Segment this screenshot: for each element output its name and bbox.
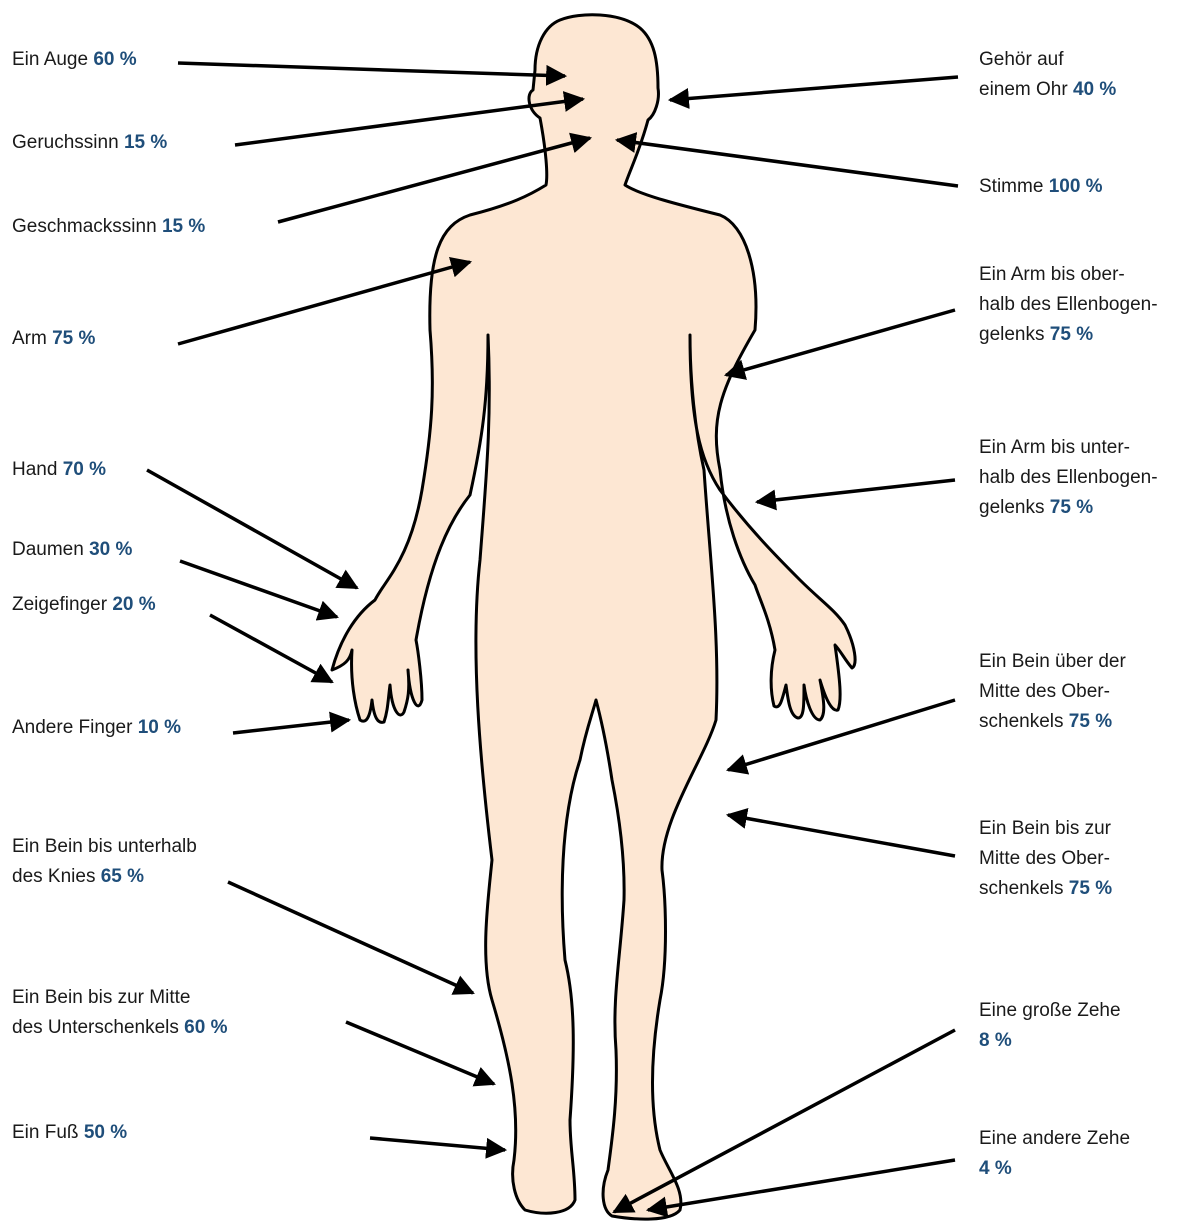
arrow-arm-oberhalb-ellenbogen [726, 310, 955, 375]
label-arm-unterhalb-ellenbogen: Ein Arm bis unter- halb des Ellenbogen- … [979, 433, 1158, 523]
label-text: Geschmackssinn [12, 216, 157, 237]
label-zeigefinger: Zeigefinger 20 % [12, 590, 156, 620]
percent-value: 10 % [138, 717, 181, 738]
arrow-bein-mitte-unterschenkel [346, 1022, 494, 1084]
arrow-bein-unterhalb-knie [228, 882, 473, 993]
label-text: schenkels [979, 711, 1064, 732]
arrow-arm [178, 262, 470, 344]
label-ein-auge: Ein Auge 60 % [12, 45, 137, 75]
label-text: halb des Ellenbogen- [979, 463, 1158, 493]
label-geruchssinn: Geruchssinn 15 % [12, 128, 167, 158]
label-text: Hand [12, 459, 57, 480]
percent-value: 4 % [979, 1154, 1130, 1184]
label-text: Ein Arm bis unter- [979, 433, 1158, 463]
arrow-hand [147, 470, 357, 588]
percent-value: 40 % [1073, 79, 1116, 100]
label-andere-zehe: Eine andere Zehe 4 % [979, 1124, 1130, 1184]
label-text: Andere Finger [12, 717, 132, 738]
label-text: Daumen [12, 539, 84, 560]
percent-value: 60 % [184, 1017, 227, 1038]
percent-value: 15 % [162, 216, 205, 237]
label-bein-mitte-unterschenkel: Ein Bein bis zur Mitte des Unterschenkel… [12, 983, 227, 1043]
arrow-arm-unterhalb-ellenbogen [757, 480, 955, 502]
percent-value: 8 % [979, 1026, 1121, 1056]
label-text: Geruchssinn [12, 132, 119, 153]
arrow-zeigefinger [210, 615, 332, 682]
percent-value: 75 % [1069, 711, 1112, 732]
percent-value: 50 % [84, 1122, 127, 1143]
percent-value: 70 % [63, 459, 106, 480]
arrow-gehoer [670, 77, 958, 100]
label-text: einem Ohr [979, 79, 1068, 100]
label-text: Ein Arm bis ober- [979, 260, 1158, 290]
label-arm: Arm 75 % [12, 324, 95, 354]
label-text: Ein Bein bis zur Mitte [12, 983, 227, 1013]
label-arm-oberhalb-ellenbogen: Ein Arm bis ober- halb des Ellenbogen- g… [979, 260, 1158, 350]
label-grosse-zehe: Eine große Zehe 8 % [979, 996, 1121, 1056]
percent-value: 60 % [93, 49, 136, 70]
label-daumen: Daumen 30 % [12, 535, 132, 565]
percent-value: 75 % [1050, 324, 1093, 345]
label-text: Eine andere Zehe [979, 1124, 1130, 1154]
label-hand: Hand 70 % [12, 455, 106, 485]
label-ein-fuss: Ein Fuß 50 % [12, 1118, 127, 1148]
human-silhouette [332, 15, 855, 1219]
label-text: des Knies [12, 866, 95, 887]
percent-value: 15 % [124, 132, 167, 153]
percent-value: 75 % [52, 328, 95, 349]
label-text: Mitte des Ober- [979, 677, 1126, 707]
label-text: Eine große Zehe [979, 996, 1121, 1026]
label-text: Zeigefinger [12, 594, 107, 615]
label-bein-bis-mitte-oberschenkel: Ein Bein bis zur Mitte des Ober- schenke… [979, 814, 1112, 904]
label-text: Stimme [979, 176, 1043, 197]
arrow-bein-ueber-mitte-oberschenkel [728, 700, 955, 770]
label-text: Ein Bein über der [979, 647, 1126, 677]
label-text: des Unterschenkels [12, 1017, 179, 1038]
label-bein-unterhalb-knie: Ein Bein bis unterhalb des Knies 65 % [12, 832, 197, 892]
label-andere-finger: Andere Finger 10 % [12, 713, 181, 743]
label-text: gelenks [979, 497, 1045, 518]
label-text: Ein Auge [12, 49, 88, 70]
percent-value: 75 % [1050, 497, 1093, 518]
label-text: Ein Bein bis unterhalb [12, 832, 197, 862]
label-text: Mitte des Ober- [979, 844, 1112, 874]
percent-value: 75 % [1069, 878, 1112, 899]
label-text: halb des Ellenbogen- [979, 290, 1158, 320]
label-bein-ueber-mitte-oberschenkel: Ein Bein über der Mitte des Ober- schenk… [979, 647, 1126, 737]
percent-value: 65 % [101, 866, 144, 887]
arrow-grosse-zehe [614, 1030, 955, 1212]
label-stimme: Stimme 100 % [979, 172, 1103, 202]
arrow-ein-auge [178, 63, 565, 76]
percent-value: 100 % [1049, 176, 1103, 197]
arrow-ein-fuss [370, 1138, 505, 1150]
label-geschmackssinn: Geschmackssinn 15 % [12, 212, 205, 242]
label-text: schenkels [979, 878, 1064, 899]
label-text: gelenks [979, 324, 1045, 345]
label-text: Ein Bein bis zur [979, 814, 1112, 844]
arrow-bein-bis-mitte-oberschenkel [728, 815, 955, 856]
label-gehoer: Gehör auf einem Ohr 40 % [979, 45, 1116, 105]
arrow-andere-finger [233, 720, 349, 733]
percent-value: 20 % [112, 594, 155, 615]
label-text: Gehör auf [979, 45, 1116, 75]
percent-value: 30 % [89, 539, 132, 560]
arrow-geruchssinn [235, 99, 583, 145]
label-text: Arm [12, 328, 47, 349]
arrow-daumen [180, 561, 337, 617]
arrow-stimme [617, 140, 958, 186]
label-text: Ein Fuß [12, 1122, 79, 1143]
